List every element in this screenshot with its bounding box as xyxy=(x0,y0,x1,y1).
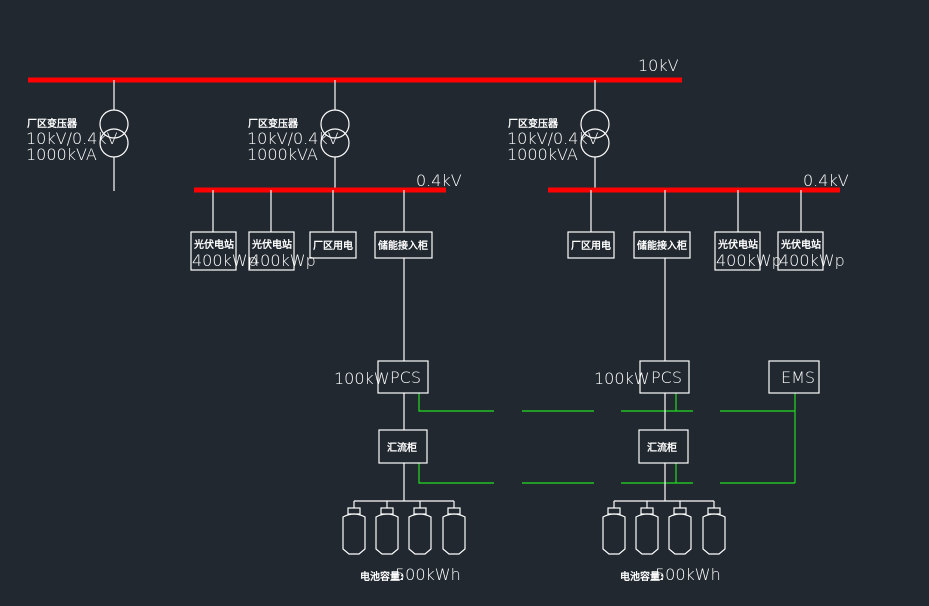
pcs-left-label: PCS xyxy=(390,368,421,387)
transformer-2-name: 厂区变压器 xyxy=(248,117,299,130)
transformer-3-ratio: 10kV/0.4kV xyxy=(507,129,599,148)
bus-10kv-label: 10kV xyxy=(638,56,679,75)
battery-cell xyxy=(442,501,466,555)
storage-access-cabinet-right[interactable] xyxy=(633,190,691,361)
feeder-plant-load-right-name: 厂区用电 xyxy=(571,239,611,252)
combiner-left-label: 汇流柜 xyxy=(387,441,417,454)
feeder-pv-2[interactable] xyxy=(248,190,295,271)
transformer-2[interactable] xyxy=(320,80,350,190)
feeder-pv-3[interactable] xyxy=(714,190,761,271)
transformer-1-ratio: 10kV/0.4kV xyxy=(26,129,118,148)
feeder-pv-2-rating: 400kWp xyxy=(250,251,316,270)
transformer-1-name: 厂区变压器 xyxy=(27,117,78,130)
combiner-left[interactable] xyxy=(378,429,428,464)
feeder-pv-1-rating: 400kWp xyxy=(192,251,258,270)
ems-box[interactable] xyxy=(768,360,820,394)
battery-cell xyxy=(602,501,626,555)
feeder-pv-3-rating: 400kWp xyxy=(716,251,782,270)
storage-access-cabinet-left[interactable] xyxy=(374,190,433,361)
battery-bank-left[interactable] xyxy=(342,501,466,555)
battery-cell xyxy=(702,501,726,555)
battery-cell xyxy=(668,501,692,555)
combiner-right[interactable] xyxy=(638,429,689,464)
battery-cell xyxy=(342,501,366,555)
ems-label: EMS xyxy=(781,368,815,387)
feeder-pv-4[interactable] xyxy=(777,190,824,271)
feeder-pv-1-name: 光伏电站 xyxy=(193,238,234,251)
battery-left-capacity-label: 电池容量: xyxy=(360,570,404,583)
transformer-3[interactable] xyxy=(580,80,610,190)
battery-right-capacity: 500kWh xyxy=(655,565,721,584)
transformer-1[interactable] xyxy=(99,80,129,191)
transformer-2-ratio: 10kV/0.4kV xyxy=(247,129,339,148)
storage-access-cabinet-left-name: 储能接入柜 xyxy=(377,239,428,252)
battery-cell xyxy=(375,501,399,555)
feeder-pv-4-name: 光伏电站 xyxy=(780,238,821,251)
battery-cell xyxy=(635,501,659,555)
pcs-left[interactable] xyxy=(377,360,429,394)
bus-0-4kv-right-label: 0.4kV xyxy=(803,171,849,190)
battery-left-capacity: 500kWh xyxy=(395,565,461,584)
feeder-plant-load-left[interactable] xyxy=(309,190,357,259)
battery-right-capacity-label: 电池容量: xyxy=(620,570,664,583)
feeder-pv-3-name: 光伏电站 xyxy=(717,238,758,251)
transformer-3-rating: 1000kVA xyxy=(507,145,578,164)
feeder-plant-load-right[interactable] xyxy=(567,190,615,259)
transformer-2-rating: 1000kVA xyxy=(247,145,318,164)
feeder-pv-2-name: 光伏电站 xyxy=(251,238,292,251)
storage-access-cabinet-right-name: 储能接入柜 xyxy=(636,239,687,252)
transformer-3-name: 厂区变压器 xyxy=(508,117,559,130)
pcs-left-rating: 100kW xyxy=(334,369,390,388)
battery-bank-right[interactable] xyxy=(602,501,726,555)
transformer-1-rating: 1000kVA xyxy=(26,145,97,164)
feeder-pv-1[interactable] xyxy=(190,190,237,271)
combiner-right-label: 汇流柜 xyxy=(647,441,677,454)
feeder-pv-4-rating: 400kWp xyxy=(779,251,845,270)
pcs-right-rating: 100kW xyxy=(594,369,650,388)
battery-cell xyxy=(408,501,432,555)
bus-0-4kv-left-label: 0.4kV xyxy=(416,171,462,190)
feeder-plant-load-left-name: 厂区用电 xyxy=(313,239,353,252)
communication-lines xyxy=(418,393,796,485)
pcs-right-label: PCS xyxy=(651,368,682,387)
